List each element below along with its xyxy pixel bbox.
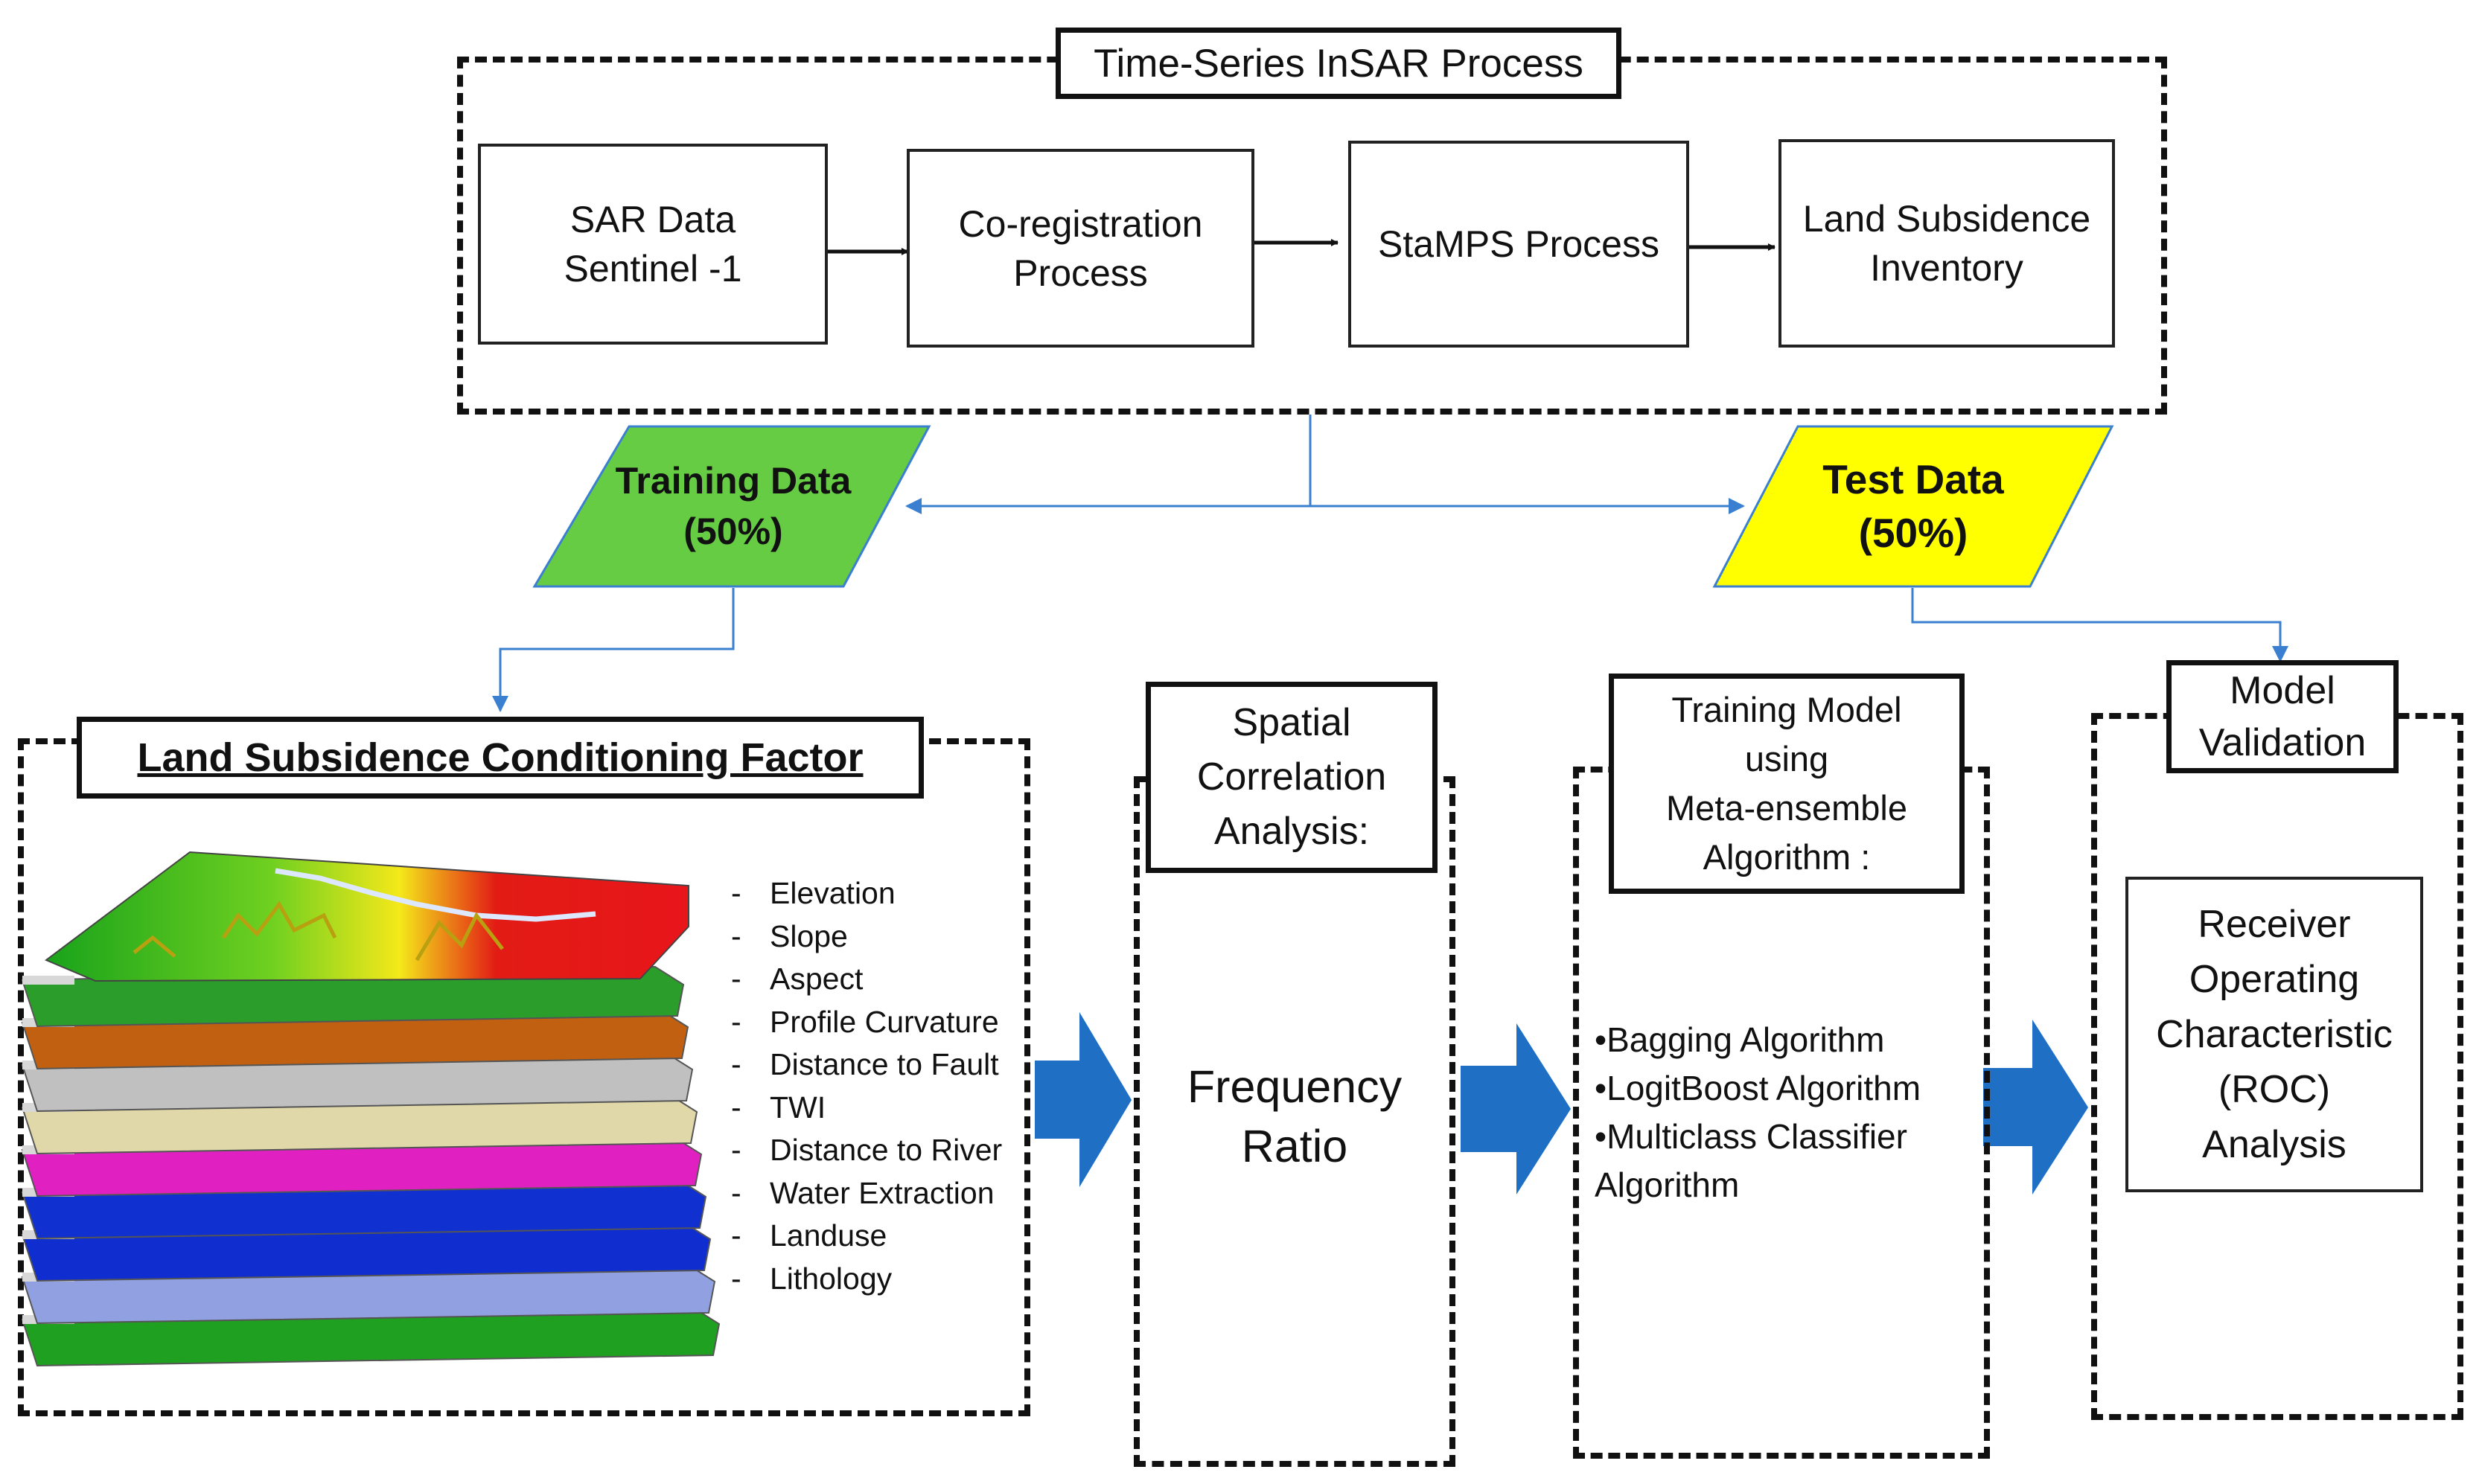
model-title-line2: using [1744,739,1829,778]
step-coregistration-line1: Co-registration [958,202,1203,245]
spatial-title-line3: Analysis: [1213,810,1370,853]
spatial-correlation-title: Spatial Correlation Analysis: [1146,682,1438,873]
training-data-label: Training Data (50%) [566,447,901,566]
step-inventory-line2: Inventory [1870,247,2023,289]
factor-item: Distance to River [731,1129,1002,1172]
factor-item: Landuse [731,1215,1002,1258]
model-title-line4: Algorithm : [1703,837,1871,877]
model-title-line3: Meta-ensemble [1666,788,1907,828]
training-data-line1: Training Data [615,460,852,502]
frequency-ratio-line1: Frequency [1187,1061,1403,1112]
algorithm-item: •LogitBoost Algorithm [1595,1069,1921,1107]
validation-title-line1: Model [2230,669,2335,712]
frequency-ratio-label: Frequency Ratio [1134,1057,1455,1176]
roc-line2: Operating [2189,958,2360,1001]
factor-item: Elevation [731,872,1002,915]
insar-process-title: Time-Series InSAR Process [1056,28,1621,99]
arrow-training-to-factors [492,588,735,712]
algorithm-item: Algorithm [1595,1165,1740,1204]
conditioning-factor-title: Land Subsidence Conditioning Factor [77,717,924,799]
step-sar-data-line1: SAR Data [570,199,736,240]
model-title-line1: Training Model [1671,690,1902,729]
big-arrow-spatial-to-model [1461,1023,1571,1194]
training-model-title: Training Model using Meta-ensemble Algor… [1609,674,1965,894]
factor-item: Lithology [731,1258,1002,1301]
factor-item: Distance to Fault [731,1043,1002,1087]
spatial-title-line2: Correlation [1196,755,1387,799]
factor-item: Water Extraction [731,1172,1002,1215]
step-stamps: StaMPS Process [1348,141,1689,348]
big-arrow-model-to-validation [1983,1020,2088,1194]
spatial-title-line1: Spatial [1232,701,1351,744]
roc-line1: Receiver [2198,903,2351,946]
arrow-test-to-validation [1911,588,2288,662]
roc-line3: Characteristic [2156,1013,2393,1056]
validation-title-line2: Validation [2198,721,2367,764]
factor-list: Elevation Slope Aspect Profile Curvature… [731,872,1002,1300]
algorithm-item: •Bagging Algorithm [1595,1020,1885,1059]
algorithm-item: •Multiclass Classifier [1595,1117,1907,1156]
factor-item: Profile Curvature [731,1001,1002,1044]
step-coregistration-line2: Process [1013,252,1148,294]
factor-item: Aspect [731,958,1002,1001]
factor-item: Slope [731,915,1002,959]
test-data-line2: (50%) [1858,510,1968,556]
roc-line4: (ROC) [2218,1068,2331,1111]
frequency-ratio-line2: Ratio [1241,1121,1348,1171]
training-data-line2: (50%) [683,511,783,552]
roc-line5: Analysis [2202,1123,2346,1166]
algorithm-list: •Bagging Algorithm •LogitBoost Algorithm… [1595,1016,1985,1209]
big-arrow-factors-to-spatial [1035,1012,1132,1187]
model-validation-title: Model Validation [2166,660,2399,773]
factor-item: TWI [731,1087,1002,1130]
test-data-line1: Test Data [1822,456,2004,502]
step-sar-data-line2: Sentinel -1 [564,248,742,290]
test-data-label: Test Data (50%) [1749,447,2077,566]
step-stamps-line1: StaMPS Process [1378,223,1659,265]
insar-title-text: Time-Series InSAR Process [1094,41,1583,86]
roc-analysis-box: Receiver Operating Characteristic (ROC) … [2125,877,2423,1192]
conditioning-factor-title-text: Land Subsidence Conditioning Factor [137,735,864,780]
step-inventory-line1: Land Subsidence [1802,198,2091,240]
